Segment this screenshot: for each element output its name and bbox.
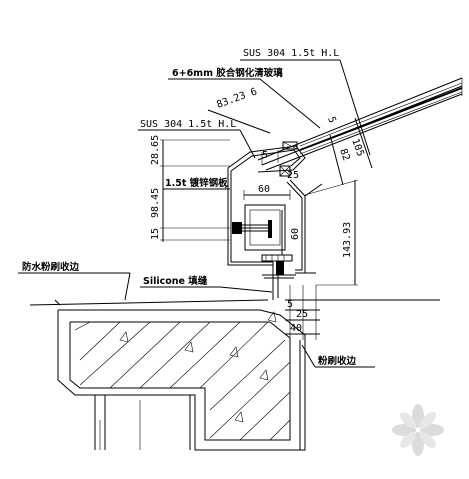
dim-5a: 5 [262,150,268,161]
dim-82: 82 [337,147,351,162]
anchor-plate-icon [261,254,296,279]
label-plaster-edge: 粉刷收边 [318,355,357,367]
dim-60-right: 60 [290,228,301,240]
label-sus-top: SUS 304 1.5t H.L [243,48,339,59]
top-cap-flashing [227,141,306,185]
dim-143-93: 143.93 [342,222,353,258]
concrete-slab [29,299,440,451]
dim-5c: 5 [287,299,293,310]
dim-60-top: 60 [258,184,270,195]
dim-105: 105 [349,137,366,158]
dim-15: 15 [150,228,161,240]
dim-28-65: 28.65 [150,135,161,165]
dim-6: 6 [249,86,258,98]
dim-83-23: 83.23 [215,90,247,111]
bolt-icon [232,220,272,238]
steel-frame [224,179,323,300]
dim-25: 25 [287,170,299,181]
label-sus-left: SUS 304 1.5t H.L [140,119,236,130]
label-glass: 6+6mm 胶合钢化清玻璃 [172,67,283,79]
watermark-logo [392,404,444,456]
label-waterproof: 防水粉刷收边 [22,261,80,273]
leader-lines [18,59,375,368]
annotation-labels: SUS 304 1.5t H.L 6+6mm 胶合钢化清玻璃 SUS 304 1… [22,48,357,367]
label-galv-plate: 1.5t 镀锌钢板 [165,177,228,189]
dim-98-45: 98.45 [150,188,161,218]
dim-5b: 5 [325,115,337,124]
label-silicone: Silicone 填缝 [143,275,208,287]
dim-40: 40 [290,323,302,334]
dimension-lines [160,109,373,340]
concrete-hatch [74,311,291,441]
dim-25b: 25 [296,309,308,320]
